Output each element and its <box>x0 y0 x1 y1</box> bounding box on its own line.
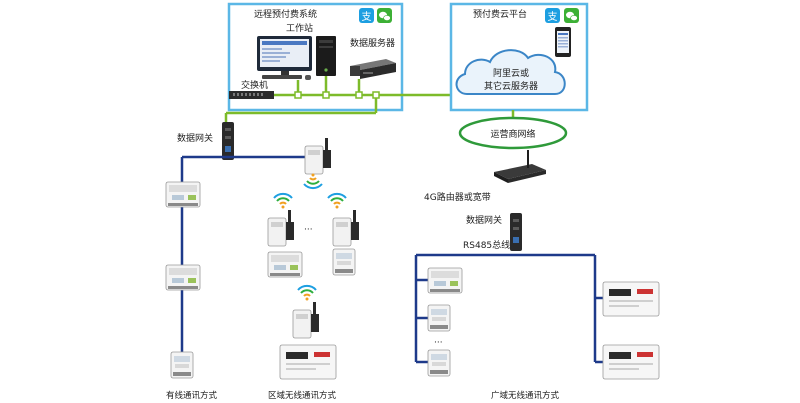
wifi-icon <box>303 172 323 190</box>
cloud-label-line1: 阿里云或 <box>493 67 529 79</box>
alipay-icon: 支 <box>359 8 374 23</box>
server-icon <box>350 59 396 79</box>
meter-icon <box>279 344 337 380</box>
cloud-label-line2: 其它云服务器 <box>484 80 538 92</box>
router-icon <box>494 150 546 183</box>
meter-icon <box>170 351 194 379</box>
data-server-label: 数据服务器 <box>350 37 395 49</box>
meter-icon <box>427 304 451 332</box>
meter-icon <box>427 267 463 294</box>
wireless-module-icon <box>332 209 360 247</box>
remote-system-title: 远程预付费系统 <box>254 8 317 20</box>
wifi-icon <box>297 284 317 302</box>
tower-pc-icon <box>316 36 336 76</box>
alipay-icon: 支 <box>545 8 560 23</box>
meter-icon <box>165 181 201 208</box>
wechat-icon <box>564 8 579 23</box>
caption-local-wireless: 区域无线通讯方式 <box>268 390 337 401</box>
cloud-shape <box>455 49 566 95</box>
switch-icon <box>229 91 274 99</box>
meter-icon <box>332 248 356 276</box>
wifi-icon <box>273 192 293 210</box>
rs485-bus <box>414 253 603 364</box>
wireless-module-icon <box>304 137 332 175</box>
wifi-icon <box>327 192 347 210</box>
ellipsis-horizontal: ··· <box>304 225 313 235</box>
meter-icon <box>165 264 201 291</box>
data-gateway-left-label: 数据网关 <box>177 132 213 144</box>
lan-junctions <box>294 91 380 99</box>
wireless-module-icon <box>292 301 320 339</box>
workstation-label: 工作站 <box>286 22 313 34</box>
rs485-label: RS485总线 <box>463 239 510 251</box>
svg-text:支: 支 <box>362 11 372 23</box>
caption-wide-wireless: 广域无线通讯方式 <box>491 390 560 401</box>
gateway-icon <box>510 213 522 251</box>
meter-icon <box>602 344 660 380</box>
data-gateway-right-label: 数据网关 <box>466 214 502 226</box>
meter-icon <box>427 349 451 377</box>
svg-text:支: 支 <box>548 11 558 23</box>
meter-icon <box>267 251 303 278</box>
caption-wired: 有线通讯方式 <box>166 390 218 401</box>
cloud-platform-title: 预付费云平台 <box>473 8 527 20</box>
ellipsis-vertical: ··· <box>434 338 443 348</box>
phone-icon <box>555 27 571 57</box>
carrier-network-ellipse <box>458 116 568 150</box>
monitor-icon <box>257 36 312 80</box>
wireless-module-icon <box>267 209 295 247</box>
gateway-icon <box>222 122 234 160</box>
wechat-icon <box>377 8 392 23</box>
switch-label: 交换机 <box>241 79 268 91</box>
carrier-network-label: 运营商网络 <box>490 128 535 140</box>
router-label: 4G路由器或宽带 <box>424 191 491 203</box>
meter-icon <box>602 281 660 317</box>
